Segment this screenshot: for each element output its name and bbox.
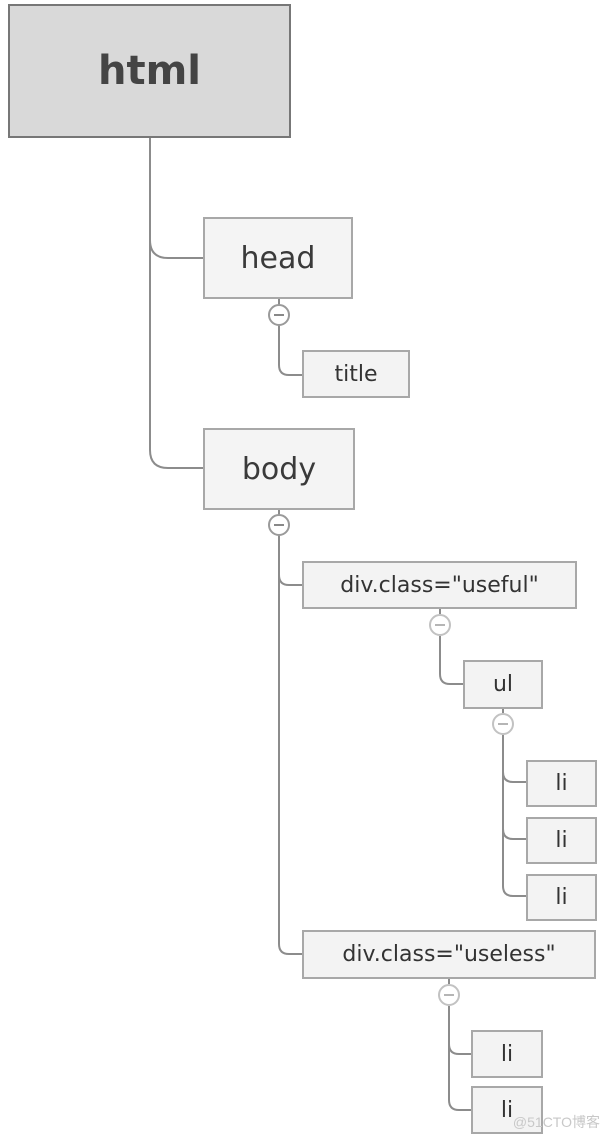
- connector-ul-li-3: [502, 829, 527, 897]
- connector-useless-li-1: [448, 1006, 472, 1055]
- minus-circle-icon[interactable]: [429, 614, 451, 636]
- node-html[interactable]: html: [8, 4, 291, 138]
- connector-useful-ul: [439, 636, 464, 685]
- minus-circle-icon[interactable]: [492, 713, 514, 735]
- connector-useless-li-2: [448, 1044, 472, 1111]
- connector-body-useless: [278, 575, 303, 955]
- node-div-useful[interactable]: div.class="useful": [302, 561, 577, 609]
- node-head[interactable]: head: [203, 217, 353, 299]
- connector-html-body: [149, 240, 204, 469]
- connector-html-head: [149, 137, 204, 259]
- node-ul[interactable]: ul: [463, 660, 543, 709]
- node-div-useless[interactable]: div.class="useless": [302, 930, 596, 979]
- node-useless-li-1[interactable]: li: [471, 1030, 543, 1078]
- watermark: @51CTO博客: [512, 1114, 600, 1130]
- minus-circle-icon[interactable]: [268, 304, 290, 326]
- node-ul-li-1[interactable]: li: [526, 760, 597, 807]
- node-ul-li-3[interactable]: li: [526, 874, 597, 921]
- connector-ul-li-1: [502, 735, 527, 783]
- minus-circle-icon[interactable]: [438, 984, 460, 1006]
- node-title[interactable]: title: [302, 350, 410, 398]
- minus-circle-icon[interactable]: [268, 514, 290, 536]
- connector-head-title-branch: [278, 325, 303, 376]
- node-ul-li-2[interactable]: li: [526, 817, 597, 864]
- node-body[interactable]: body: [203, 428, 355, 510]
- node-useless-li-2[interactable]: li: [471, 1086, 543, 1134]
- connector-body-useful: [278, 535, 303, 586]
